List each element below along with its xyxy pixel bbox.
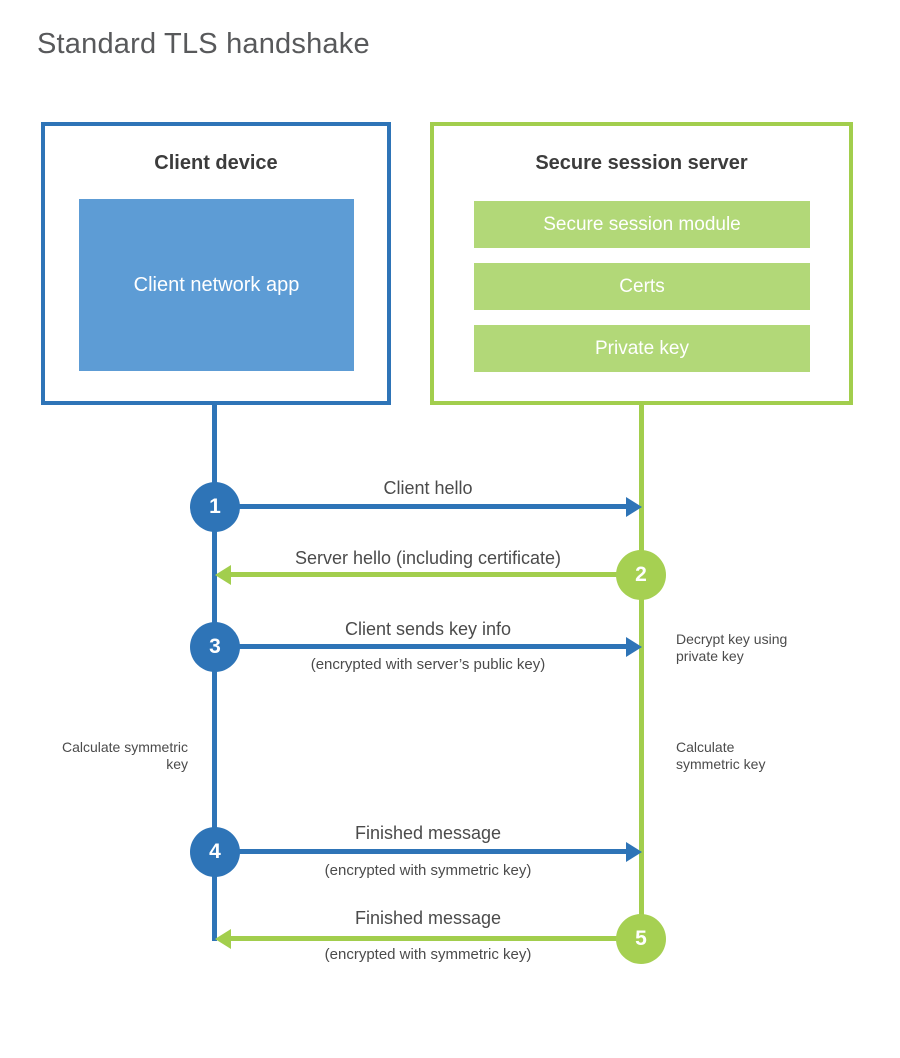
secure-session-server-box: Secure session server Secure session mod… [430, 122, 853, 405]
step-3-sublabel: (encrypted with server’s public key) [310, 656, 546, 673]
step-4-label: Finished message [354, 823, 502, 843]
step-5-label: Finished message [354, 908, 502, 928]
step-2-badge: 2 [616, 550, 666, 600]
step-5-sublabel: (encrypted with symmetric key) [324, 946, 532, 963]
arrow-client-finished [215, 841, 642, 862]
step-1-badge: 1 [190, 482, 240, 532]
module-secure-session: Secure session module [474, 201, 810, 248]
server-lifeline [639, 405, 644, 939]
client-network-app-box: Client network app [79, 199, 354, 371]
step-3-badge: 3 [190, 622, 240, 672]
note-calculate-symmetric-key-client: Calculate symmetric key [61, 739, 188, 772]
client-network-app-label: Client network app [133, 274, 300, 296]
arrow-server-hello [215, 564, 641, 585]
module-secure-session-label: Secure session module [543, 213, 741, 235]
note-decrypt-key: Decrypt key using private key [676, 631, 788, 664]
module-private-key: Private key [474, 325, 810, 372]
step-4-sublabel: (encrypted with symmetric key) [324, 862, 532, 879]
step-3-number: 3 [209, 635, 221, 658]
client-lifeline [212, 405, 217, 941]
step-1-number: 1 [209, 495, 221, 518]
step-1-label: Client hello [383, 478, 473, 498]
module-private-key-label: Private key [595, 337, 689, 359]
step-2-label: Server hello (including certificate) [294, 548, 562, 568]
arrow-server-finished [215, 928, 641, 949]
client-device-title: Client device [154, 152, 278, 174]
arrow-client-hello [215, 496, 642, 517]
step-4-badge: 4 [190, 827, 240, 877]
secure-session-server-title: Secure session server [535, 152, 748, 174]
step-5-number: 5 [635, 927, 647, 950]
arrow-client-key-info [215, 636, 642, 657]
step-4-number: 4 [209, 840, 221, 863]
note-calculate-symmetric-key-server: Calculate symmetric key [676, 739, 766, 772]
module-certs: Certs [474, 263, 810, 310]
step-2-number: 2 [635, 563, 647, 586]
step-5-badge: 5 [616, 914, 666, 964]
step-3-label: Client sends key info [344, 619, 512, 639]
page-title: Standard TLS handshake [37, 28, 370, 60]
module-certs-label: Certs [619, 275, 665, 297]
client-device-box: Client device Client network app [41, 122, 391, 405]
